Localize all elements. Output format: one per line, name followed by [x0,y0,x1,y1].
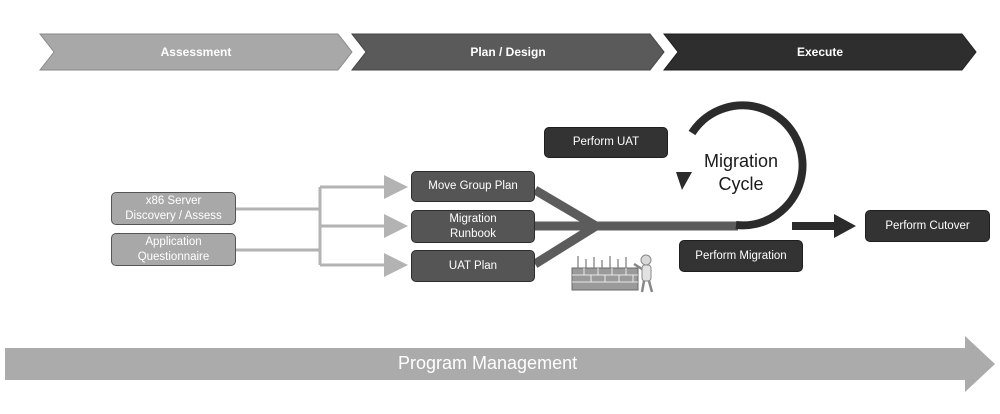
migration-cycle-arc [688,101,807,230]
phase-chevron-execute [662,33,977,71]
phase-chevron-assessment [38,33,353,71]
plan-migration-runbook: Migration Runbook [411,210,535,243]
program-management-arrow [5,336,995,392]
cutover-arrow-head [834,214,856,238]
input-connectors [236,175,408,277]
phase-label-plan-design: Plan / Design [470,45,545,59]
program-management-label: Program Management [398,353,578,373]
phase-label-assessment: Assessment [161,45,232,59]
converging-flow [532,186,738,268]
plan-uat: UAT Plan [411,250,535,282]
input-x86-server-discovery: x86 Server Discovery / Assess [111,192,236,225]
execute-perform-cutover: Perform Cutover [865,210,990,242]
worker-building-wall-icon [571,254,654,293]
migration-cycle-arrowhead [676,172,692,190]
plan-move-group: Move Group Plan [411,171,535,202]
input-application-questionnaire: Application Questionnaire [111,233,236,266]
migration-cycle-label: Migration Cycle [703,151,779,194]
execute-perform-uat: Perform UAT [544,127,668,158]
phase-label-execute: Execute [797,45,843,59]
execute-perform-migration: Perform Migration [679,240,803,272]
phase-chevron-plan-design [350,33,665,71]
